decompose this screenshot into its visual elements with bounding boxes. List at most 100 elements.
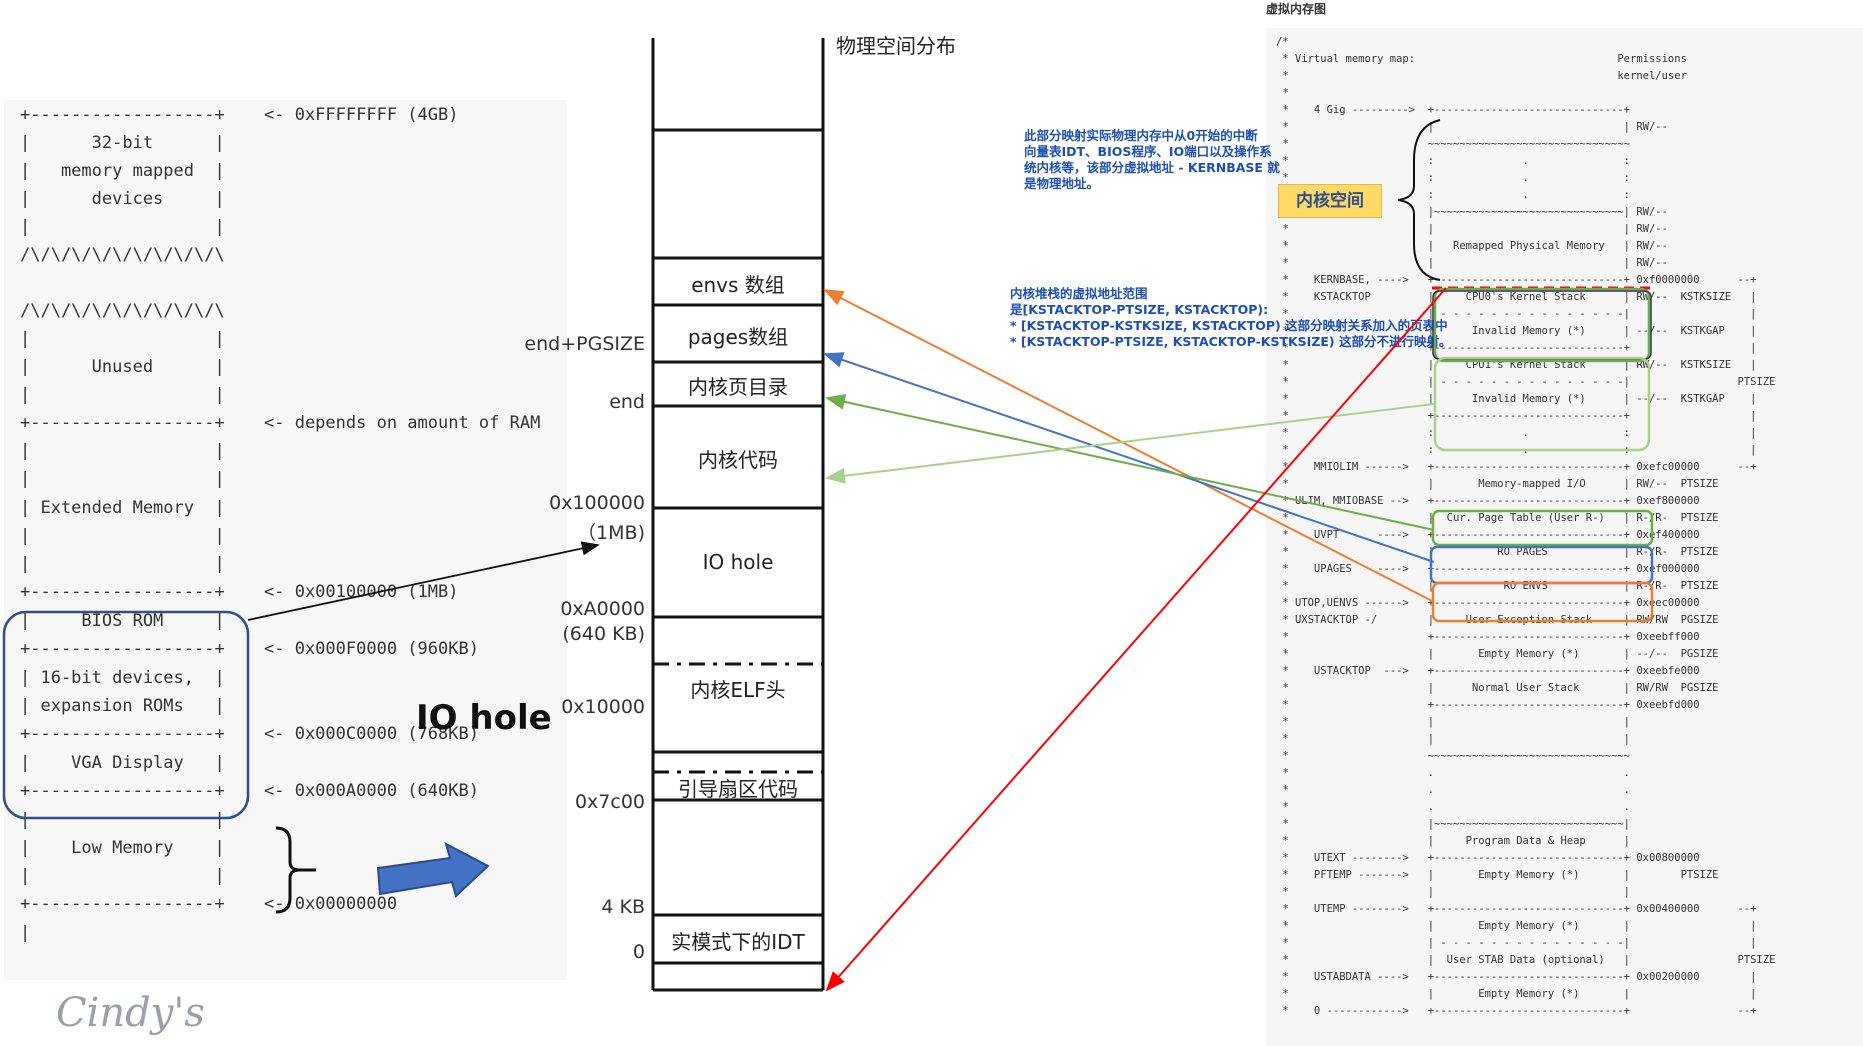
virtual-map-line: * . . — [1276, 784, 1631, 796]
kernbase-to-idt-arrow — [825, 287, 1447, 992]
legacy-map-line: | Unused | — [20, 357, 225, 377]
legacy-map-line: | — [20, 923, 31, 943]
legacy-map-line: | | — [20, 469, 225, 489]
physical-address-label: 4 KB — [601, 896, 645, 918]
virtual-map-line: * | - - - - - - - - - - - - - - -| | — [1276, 308, 1757, 320]
physical-block-label: 内核ELF头 — [690, 678, 786, 702]
virtual-map-line: * KERNBASE, ----> +---------------------… — [1276, 274, 1757, 286]
virtual-map-line: * PFTEMP -------> | Empty Memory (*) | P… — [1276, 869, 1719, 881]
virtual-map-line: * UXSTACKTOP -/ | User Exception Stack |… — [1276, 614, 1719, 626]
virtual-map-line: * | Invalid Memory (*) | --/-- KSTKGAP | — [1276, 325, 1757, 337]
physical-block-label: 引导扇区代码 — [678, 777, 798, 801]
virtual-map-line: * +------------------------------+ 0xeeb… — [1276, 699, 1700, 711]
virtual-map-line: * | Cur. Page Table (User R-) | R-/R- PT… — [1276, 512, 1719, 524]
figure-title: 虚拟内存图 — [1266, 2, 1327, 16]
legacy-map-line: | | — [20, 526, 225, 546]
legacy-memory-map-panel — [4, 100, 567, 980]
bios-to-1mb-arrow — [247, 541, 600, 621]
virtual-map-line: * |~~~~~~~~~~~~~~~~~~~~~~~~~~~~~~| — [1276, 818, 1631, 830]
legacy-map-line: | | — [20, 810, 225, 830]
virtual-map-line: * : . : | — [1276, 427, 1757, 439]
virtual-map-line: * | Program Data & Heap | — [1276, 835, 1631, 847]
legacy-map-line: | | — [20, 866, 225, 886]
bios-region-highlight — [2, 610, 250, 820]
legacy-map-line: +------------------+ — [20, 639, 225, 659]
low-memory-brace — [275, 826, 316, 914]
legacy-map-line: | | — [20, 329, 225, 349]
legacy-map-line: | Extended Memory | — [20, 498, 225, 518]
virtual-map-line: * ULIM, MMIOBASE --> +------------------… — [1276, 495, 1700, 507]
legacy-map-line: /\/\/\/\/\/\/\/\/\/\ — [20, 301, 225, 321]
virtual-map-line: * | | RW/-- — [1276, 257, 1668, 269]
legacy-map-line: | BIOS ROM | — [20, 611, 225, 631]
legacy-map-line: | 16-bit devices, | — [20, 668, 225, 688]
legacy-map-line: | | — [20, 441, 225, 461]
legacy-map-line: +------------------+ — [20, 413, 225, 433]
legacy-map-line: | | — [20, 217, 225, 237]
physical-block-label: 内核页目录 — [688, 375, 788, 399]
virtual-map-line: * | Remapped Physical Memory | RW/-- — [1276, 240, 1668, 252]
physical-memory-dividers — [653, 128, 823, 992]
virtual-map-line: * | User STAB Data (optional) | PTSIZE — [1276, 954, 1776, 966]
physical-address-label: 0x100000 — [549, 492, 645, 514]
ro-pages-box — [1429, 545, 1654, 585]
ro-envs-box — [1431, 581, 1654, 623]
kstack-to-kernel-code-arrow — [825, 403, 1435, 484]
physical-block-label: IO hole — [702, 549, 774, 574]
legacy-map-line: | VGA Display | — [20, 753, 225, 773]
physical-address-label: end+PGSIZE — [524, 333, 645, 355]
virtual-map-line: * | Empty Memory (*) | | — [1276, 988, 1757, 1000]
physical-address-label: 0x7c00 — [574, 791, 645, 813]
legacy-map-line: +------------------+ — [20, 781, 225, 801]
legacy-address-label: <- 0x000F0000 (960KB) — [264, 639, 479, 659]
virtual-map-line: * | | — [1276, 886, 1631, 898]
signature: Cindy's — [56, 990, 205, 1036]
physical-block-label: 实模式下的IDT — [671, 930, 805, 954]
virtual-map-line: * . . — [1276, 767, 1631, 779]
physical-address-label: end — [609, 391, 645, 413]
legacy-map-line: | | — [20, 385, 225, 405]
virtual-map-line: * : . : — [1276, 155, 1631, 167]
legacy-map-line: | Low Memory | — [20, 838, 225, 858]
physical-address-label: 0 — [632, 941, 645, 963]
virtual-map-line: * : . : — [1276, 172, 1631, 184]
ro-envs-to-envs-arrow — [823, 289, 1435, 603]
cpu0-kernel-stack-box — [1433, 287, 1651, 363]
io-hole-big-label: IO hole — [416, 698, 552, 738]
virtual-map-line: * USTABDATA ----> +---------------------… — [1276, 971, 1757, 983]
physical-block-label: pages数组 — [687, 324, 789, 349]
virtual-map-line: * | Empty Memory (*) | --/-- PGSIZE — [1276, 648, 1719, 660]
ro-pages-to-pages-arrow — [823, 352, 1435, 563]
legacy-map-line: | memory mapped | — [20, 161, 225, 181]
virtual-map-line: /* — [1276, 36, 1289, 48]
page-table-to-pgdir-arrow — [825, 394, 1435, 531]
virtual-map-line: * +------------------------------+ | — [1276, 410, 1757, 422]
physical-address-label: （1MB) — [577, 522, 645, 544]
virtual-map-line: * UTOP,UENVS ------> +------------------… — [1276, 597, 1700, 609]
physical-block-label: 内核代码 — [698, 448, 778, 472]
virtual-map-line: * USTACKTOP ---> +----------------------… — [1276, 665, 1700, 677]
virtual-map-line: * — [1276, 87, 1289, 99]
legacy-map-line: /\/\/\/\/\/\/\/\/\/\ — [20, 245, 225, 265]
legacy-map-line: | 32-bit | — [20, 133, 225, 153]
virtual-map-line: * | Invalid Memory (*) | --/-- KSTKGAP | — [1276, 393, 1757, 405]
virtual-map-line: * +------------------------------+ 0xeeb… — [1276, 631, 1700, 643]
legacy-map-line: +------------------+ — [20, 724, 225, 744]
legacy-map-line: +------------------+ — [20, 894, 225, 914]
physical-address-label: 0xA0000 — [560, 598, 645, 620]
legacy-map-line: | | — [20, 554, 225, 574]
virtual-map-line: * | | — [1276, 716, 1631, 728]
kernel-space-tag: 内核空间 — [1278, 184, 1382, 218]
virtual-map-line: * +------------------------------+ | — [1276, 342, 1757, 354]
virtual-map-line: * 0 ------------> +---------------------… — [1276, 1005, 1757, 1017]
virtual-map-line: * | Memory-mapped I/O | RW/-- PTSIZE — [1276, 478, 1719, 490]
virtual-map-line: * MMIOLIM ------> +---------------------… — [1276, 461, 1757, 473]
virtual-map-line: * KSTACKTOP | CPU0's Kernel Stack | RW/-… — [1276, 291, 1757, 303]
kstack-note: 内核堆栈的虚拟地址范围 是[KSTACKTOP-PTSIZE, KSTACKTO… — [1010, 286, 1452, 349]
legacy-address-label: <- depends on amount of RAM — [264, 413, 541, 433]
legacy-map-top-border: +------------------+ — [20, 105, 225, 125]
legacy-map-line: +------------------+ — [20, 582, 225, 602]
cpu0-stack-outer-box — [1432, 290, 1652, 360]
virtual-map-line: * UTEMP --------> +---------------------… — [1276, 903, 1757, 915]
